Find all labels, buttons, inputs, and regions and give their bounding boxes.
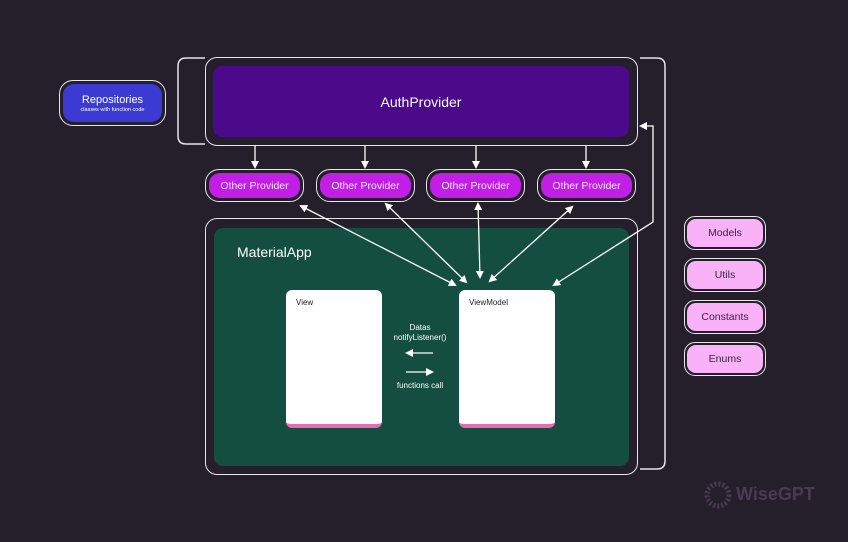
wisegpt-logo-icon	[704, 481, 732, 509]
provider-outline	[205, 169, 304, 202]
view-card[interactable]: View	[286, 290, 382, 428]
constants-label: Constants	[701, 311, 749, 323]
side-outline	[684, 258, 766, 292]
other-provider-2[interactable]: Other Provider	[320, 173, 411, 198]
side-outline	[684, 300, 766, 334]
arrow-provider2-viewmodel	[384, 202, 468, 284]
provider-label: Other Provider	[220, 179, 289, 192]
left-bracket	[177, 57, 205, 145]
notify-listener-label: notifyListener()	[393, 333, 447, 342]
arrow-provider4-viewmodel	[488, 205, 574, 283]
datas-label: Datas	[409, 323, 431, 332]
view-model-label: ViewModel	[469, 298, 508, 307]
material-app-label: MaterialApp	[237, 244, 312, 260]
provider-outline	[426, 169, 525, 202]
repositories-box[interactable]: Repositories classes with function code	[63, 84, 162, 122]
enums-box[interactable]: Enums	[687, 345, 763, 373]
utils-box[interactable]: Utils	[687, 261, 763, 289]
auth-provider-label: AuthProvider	[380, 93, 462, 110]
repositories-box-outline	[59, 80, 166, 126]
provider-label: Other Provider	[441, 179, 510, 192]
arrow-auth-viewmodel	[552, 122, 654, 287]
side-outline	[684, 342, 766, 376]
arrow-provider1-viewmodel	[299, 205, 457, 286]
side-outline	[684, 216, 766, 250]
functions-call-label: functions call	[396, 381, 444, 390]
repositories-subtitle: classes with function code	[80, 106, 145, 113]
models-label: Models	[708, 227, 742, 239]
other-provider-1[interactable]: Other Provider	[209, 173, 300, 198]
other-provider-3[interactable]: Other Provider	[430, 173, 521, 198]
provider-outline	[316, 169, 415, 202]
provider-label: Other Provider	[331, 179, 400, 192]
utils-label: Utils	[714, 269, 736, 281]
view-label: View	[296, 298, 314, 307]
repositories-title: Repositories	[81, 93, 144, 106]
right-bracket	[640, 57, 666, 470]
constants-box[interactable]: Constants	[687, 303, 763, 331]
enums-label: Enums	[708, 353, 742, 365]
flow-labels: Datas notifyListener() functions call	[380, 323, 460, 391]
view-model-card[interactable]: ViewModel	[459, 290, 555, 428]
arrow-provider3-viewmodel	[474, 202, 484, 279]
models-box[interactable]: Models	[687, 219, 763, 247]
watermark: WiseGPT	[736, 484, 815, 504]
auth-provider-outline	[205, 57, 638, 146]
